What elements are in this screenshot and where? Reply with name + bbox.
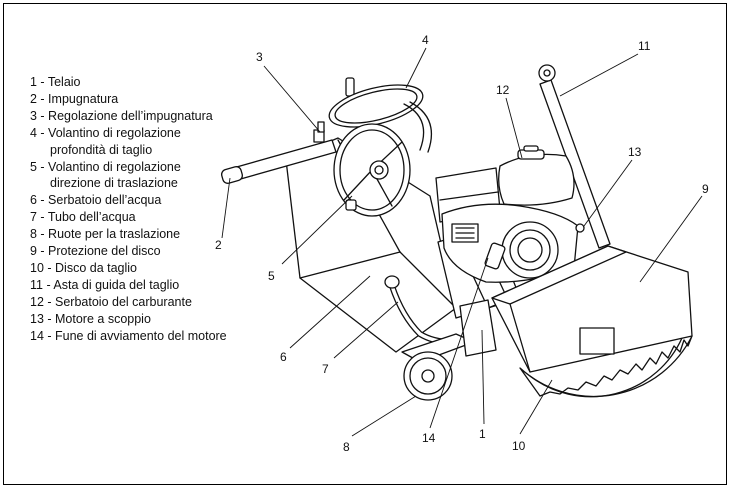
leader-lines <box>221 47 703 437</box>
legend-item-13: 13 - Motore a scoppio <box>30 311 151 326</box>
callout-3: 3 <box>256 50 263 64</box>
legend-item-11: 11 - Asta di guida del taglio <box>30 277 180 292</box>
legend-item-4: 4 - Volantino di regolazione <box>30 125 181 140</box>
cutting-blade <box>519 335 693 398</box>
legend-item-7: 7 - Tubo dell’acqua <box>30 210 136 225</box>
callout-10: 10 <box>512 439 526 453</box>
blade-guard <box>491 245 693 373</box>
wheel <box>403 351 453 401</box>
legend-item-1: 1 - Telaio <box>30 75 81 89</box>
callout-6: 6 <box>280 350 287 364</box>
legend-item-10: 10 - Disco da taglio <box>30 260 138 275</box>
guide-rod <box>538 64 611 249</box>
recoil-starter <box>484 221 559 279</box>
handle-bar <box>220 121 337 184</box>
legend-item-9: 9 - Protezione del disco <box>30 244 161 259</box>
legend-item-8: 8 - Ruote per la traslazione <box>30 227 181 242</box>
legend-item-2: 2 - Impugnatura <box>30 91 119 106</box>
callout-2: 2 <box>215 238 222 252</box>
fuel-tank <box>498 145 575 206</box>
legend-item-4-continued: profondità di taglio <box>50 142 153 157</box>
direction-handwheel <box>333 123 411 217</box>
callout-5: 5 <box>268 269 275 283</box>
callout-4: 4 <box>422 33 429 47</box>
callout-14: 14 <box>422 431 436 445</box>
callout-12: 12 <box>496 83 510 97</box>
callout-8: 8 <box>343 440 350 454</box>
legend-item-3: 3 - Regolazione dell’impugnatura <box>30 108 213 123</box>
legend-item-14: 14 - Fune di avviamento del motore <box>30 328 227 343</box>
legend-item-12: 12 - Serbatoio del carburante <box>30 294 192 309</box>
callout-7: 7 <box>322 362 329 376</box>
callout-1: 1 <box>479 427 486 441</box>
legend-item-5: 5 - Volantino di regolazione <box>30 159 181 174</box>
callout-numbers: 1 2 3 4 5 6 7 8 9 10 11 12 13 14 <box>215 33 709 454</box>
legend-item-5-continued: direzione di traslazione <box>50 176 178 191</box>
legend: 1 - Telaio 2 - Impugnatura 3 - Regolazio… <box>30 74 227 345</box>
callout-9: 9 <box>702 182 709 196</box>
legend-item-6: 6 - Serbatoio dell’acqua <box>30 193 162 208</box>
callout-13: 13 <box>628 145 642 159</box>
depth-handwheel <box>328 84 432 153</box>
callout-11: 11 <box>638 39 651 53</box>
